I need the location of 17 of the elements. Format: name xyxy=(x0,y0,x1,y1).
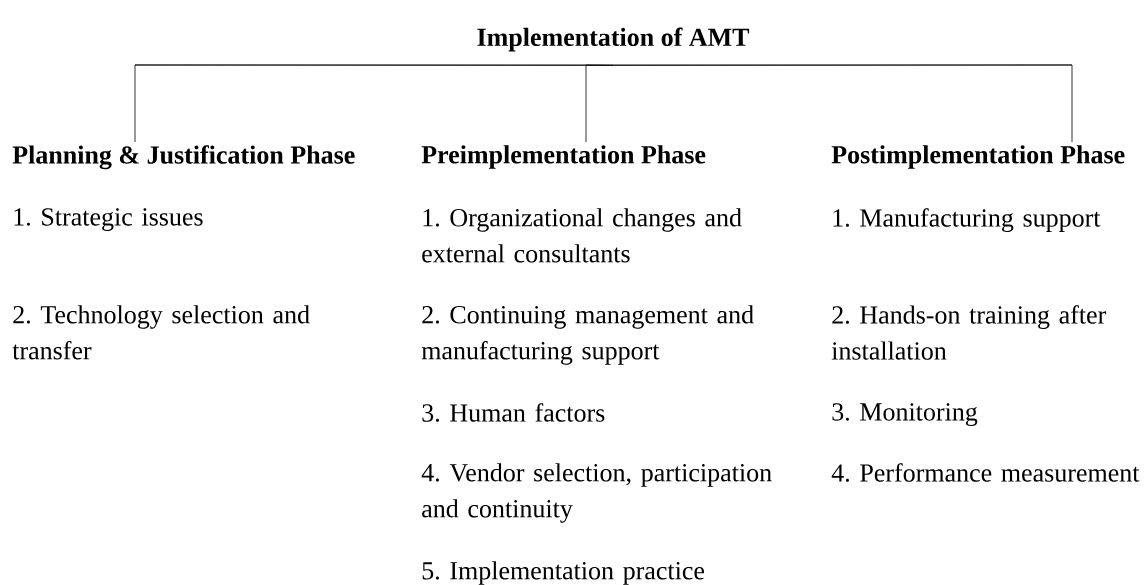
list-item: 1. Organizational changes and external consultants xyxy=(422,208,742,263)
phase-heading: Postimplementation Phase xyxy=(831,145,1125,169)
connector-line xyxy=(585,64,614,143)
list-item: 3. Human factors xyxy=(422,403,605,422)
list-item: 4. Performance measurement xyxy=(831,463,1140,482)
list-item: 2. Continuing management and manufacturing support xyxy=(421,305,754,365)
list-item: 2. Hands-on training after installation xyxy=(831,305,1107,360)
title: Implementation of AMT xyxy=(477,27,750,52)
list-item: 1. Strategic issues xyxy=(14,208,203,231)
list-item: 4. Vendor selection, participation and continuity xyxy=(421,463,772,523)
list-item: 5. Implementation practice xyxy=(422,561,705,585)
phase-heading: Planning & Justification Phase xyxy=(12,145,355,170)
list-item: 3. Monitoring xyxy=(832,403,978,426)
phase-heading: Preimplementation Phase xyxy=(421,145,706,169)
list-item: 1. Manufacturing support xyxy=(833,208,1101,233)
list-item: 2. Technology selection and transfer xyxy=(12,305,310,360)
connector-line xyxy=(612,64,1073,143)
